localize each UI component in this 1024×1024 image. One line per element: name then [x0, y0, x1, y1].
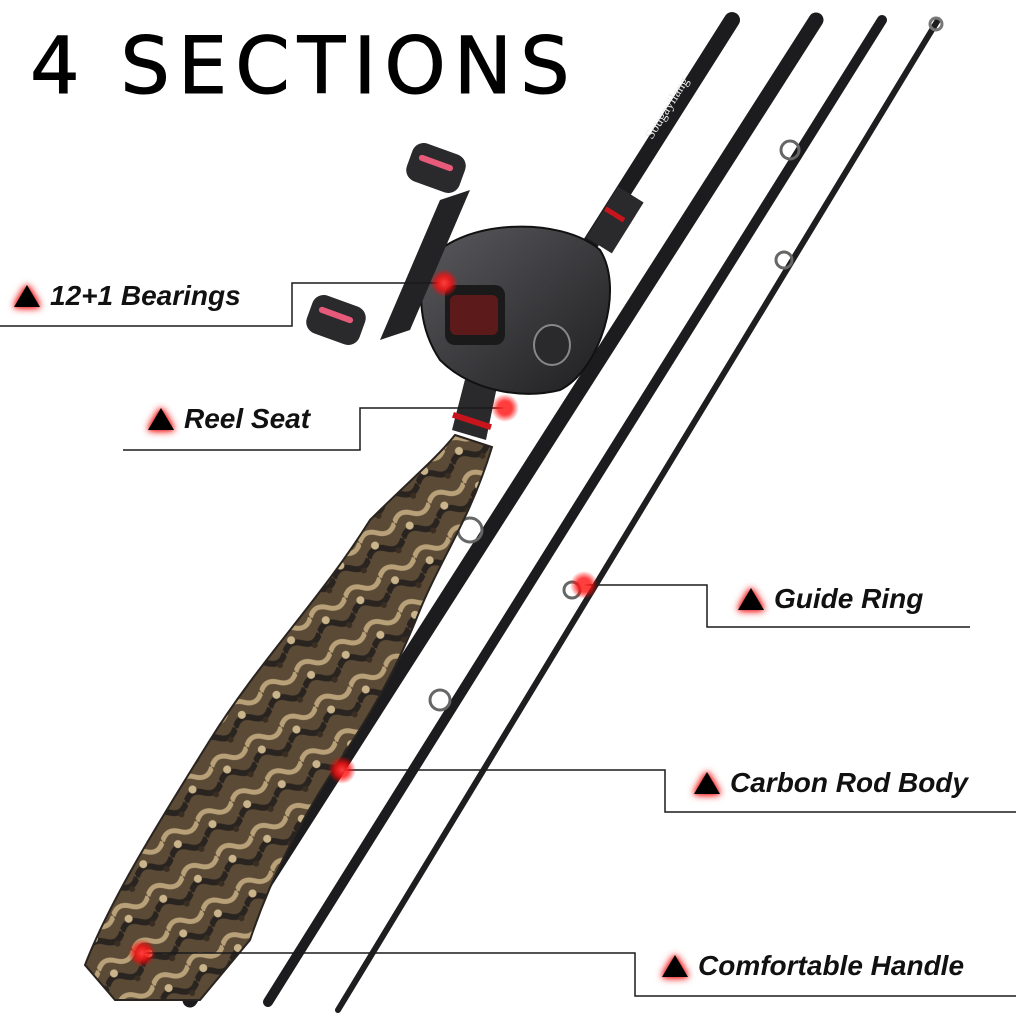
- callout-bearings: 12+1 Bearings: [14, 280, 241, 312]
- callout-guide-ring: Guide Ring: [738, 583, 923, 615]
- callout-text: Reel Seat: [184, 403, 311, 434]
- warning-triangle-icon: [148, 408, 174, 430]
- callout-text: Comfortable Handle: [698, 950, 965, 981]
- callout-text: Carbon Rod Body: [730, 767, 968, 798]
- warning-triangle-icon: [14, 285, 40, 307]
- callout-markers: [128, 269, 598, 967]
- warning-triangle-icon: [662, 955, 688, 977]
- callout-text: Guide Ring: [774, 583, 924, 614]
- callout-leader-lines: [0, 282, 1016, 997]
- callout-comfortable-handle: Comfortable Handle: [662, 950, 964, 982]
- callout-carbon-rod-body: Carbon Rod Body: [694, 767, 968, 799]
- baitcasting-reel: [306, 143, 611, 395]
- rod-section-butt: [83, 12, 740, 1001]
- callout-text: 12+1 Bearings: [50, 280, 241, 311]
- warning-triangle-icon: [738, 588, 764, 610]
- page-title: 4 SECTIONS: [30, 22, 578, 112]
- rod-section-mid-upper: [263, 15, 887, 1007]
- warning-triangle-icon: [694, 772, 720, 794]
- callout-reel-seat: Reel Seat: [148, 403, 310, 435]
